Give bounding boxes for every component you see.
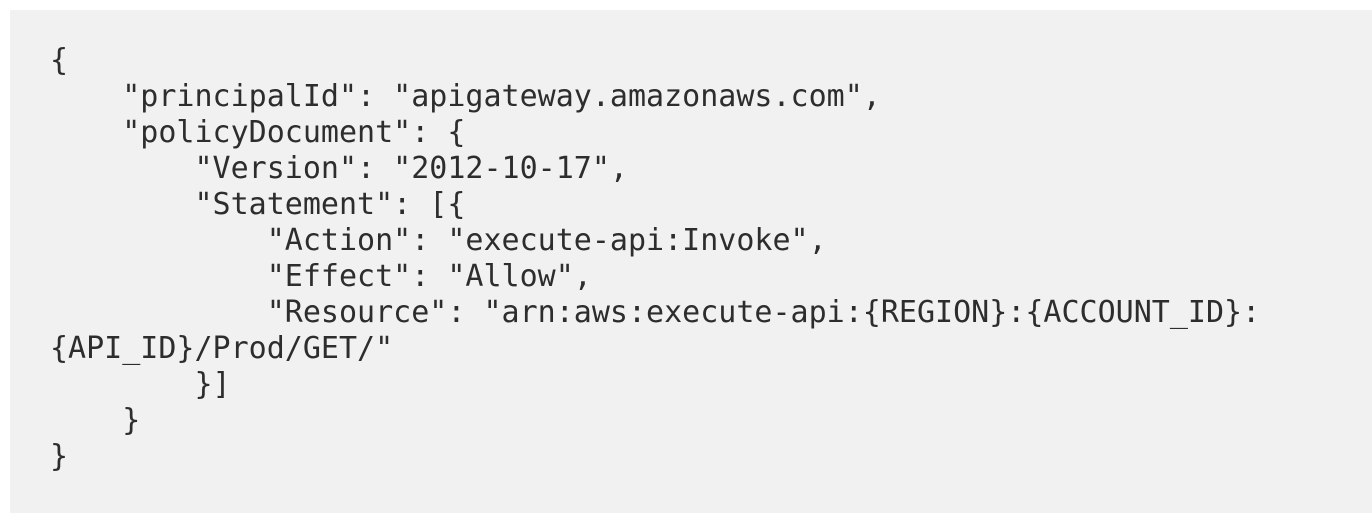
code-block: { "principalId": "apigateway.amazonaws.c… bbox=[50, 43, 1268, 475]
code-block-panel: { "principalId": "apigateway.amazonaws.c… bbox=[10, 10, 1372, 513]
json-policy-code: { "principalId": "apigateway.amazonaws.c… bbox=[50, 43, 1261, 474]
